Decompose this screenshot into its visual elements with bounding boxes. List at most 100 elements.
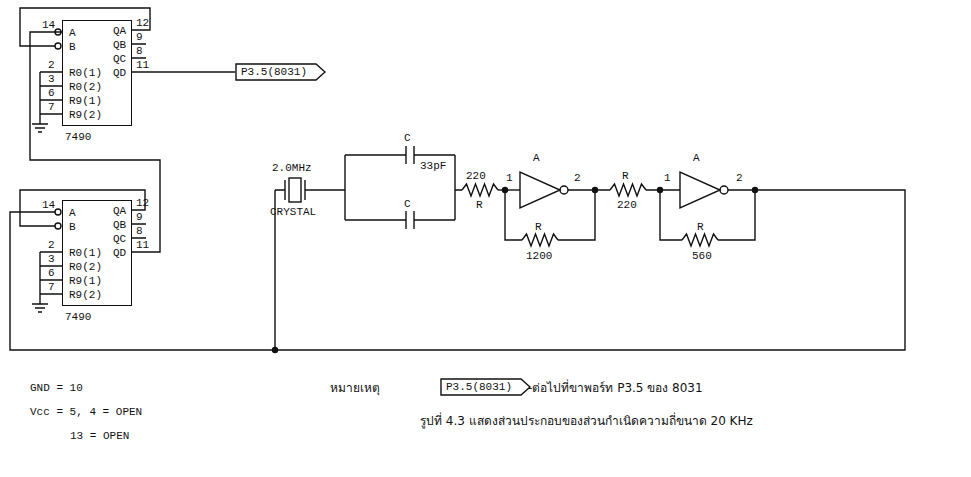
inverter-symbol	[680, 172, 720, 208]
resistor-symbols	[462, 184, 718, 246]
pin-number: 8	[136, 45, 143, 57]
ic-7490: ABR0(1)R0(2)R9(1)R9(2)QAQBQCQD7490	[62, 20, 132, 126]
pin-number: 9	[136, 31, 143, 43]
input-bubble	[55, 43, 61, 49]
pin-number: 7	[48, 281, 55, 293]
signal-wire	[132, 72, 235, 73]
crystal-frequency: 2.0MHz	[272, 162, 312, 174]
pin-name: R9(1)	[69, 95, 102, 107]
input-bubble	[55, 223, 61, 229]
pin-name: R0(2)	[69, 81, 102, 93]
pin-name: R0(2)	[69, 261, 102, 273]
resistor-label: R	[697, 221, 704, 233]
pin-number: 1	[506, 172, 513, 184]
capacitor-label: C	[404, 198, 411, 210]
pin-name: A	[69, 27, 76, 39]
ic-name: 7490	[65, 131, 91, 143]
wire	[505, 190, 595, 240]
capacitor-value: 33pF	[420, 160, 446, 172]
ic-7490: ABR0(1)R0(2)R9(1)R9(2)QAQBQCQD7490	[62, 200, 132, 306]
power-note: 13 = OPEN	[70, 430, 129, 442]
feedback-wire	[20, 8, 150, 46]
pin-number: 14	[42, 19, 55, 31]
pin-name: B	[69, 41, 76, 53]
ground-symbol	[32, 304, 48, 312]
pin-number: 2	[736, 172, 743, 184]
capacitor-network	[345, 146, 462, 229]
note-text: -ต่อไปที่ขาพอร์ท P3.5 ของ 8031	[528, 381, 703, 395]
inverter-bubble	[560, 186, 568, 194]
wire	[568, 189, 610, 190]
resistor-symbol	[462, 184, 498, 196]
ic-name: 7490	[65, 311, 91, 323]
port-connector: P3.5(8031)	[235, 63, 326, 81]
pin-number: 12	[136, 17, 149, 29]
input-bubble	[55, 209, 61, 215]
signal-wire	[30, 32, 160, 252]
capacitor-label: C	[404, 132, 411, 144]
inverter-symbol	[520, 172, 560, 208]
pin-number: 3	[48, 73, 55, 85]
resistor-symbol	[682, 234, 718, 246]
pin-name: QB	[113, 39, 126, 51]
inverter-bubble	[720, 186, 728, 194]
pin-name: B	[69, 221, 76, 233]
resistor-label: R	[535, 221, 542, 233]
wires	[10, 8, 905, 353]
power-note: Vcc = 5, 4 = OPEN	[30, 406, 142, 418]
pin-number: 3	[48, 253, 55, 265]
pin-number: 14	[42, 199, 55, 211]
pin-number: 7	[48, 101, 55, 113]
pin-name: QD	[113, 67, 126, 79]
pin-name: R0(1)	[69, 67, 102, 79]
port-connector: P3.5(8031)	[440, 378, 531, 396]
resistor-value: 560	[692, 250, 712, 262]
ground-symbol	[32, 124, 48, 132]
resistor-value: 1200	[526, 250, 552, 262]
pin-name: QB	[113, 219, 126, 231]
pin-number: 11	[136, 239, 149, 251]
reset-wire	[40, 252, 62, 304]
output-stub	[132, 44, 146, 58]
pin-name: QC	[113, 233, 126, 245]
junction-dot	[593, 188, 598, 193]
pin-number: 2	[48, 59, 55, 71]
pin-name: R9(2)	[69, 109, 102, 121]
resistor-label: R	[622, 170, 629, 182]
pin-name: A	[69, 207, 76, 219]
clock-feedback-wire	[10, 190, 905, 350]
pin-number: 11	[136, 59, 149, 71]
output-stub	[132, 224, 146, 238]
resistor-symbol	[610, 184, 646, 196]
pin-name: QD	[113, 247, 126, 259]
wire	[660, 190, 755, 240]
port-label: P3.5(8031)	[241, 66, 307, 78]
pin-number: 6	[48, 267, 55, 279]
note-heading: หมายเหตุ	[330, 381, 380, 395]
gate-label: A	[533, 152, 540, 164]
pin-number: 1	[664, 172, 671, 184]
crystal-symbol	[289, 178, 301, 202]
gate-label: A	[693, 152, 700, 164]
pin-name: QA	[113, 25, 126, 37]
pin-name: R9(2)	[69, 289, 102, 301]
pin-number: 6	[48, 87, 55, 99]
pin-number: 2	[48, 239, 55, 251]
crystal-label: CRYSTAL	[270, 206, 316, 218]
resistor-symbol	[522, 234, 558, 246]
feedback-wire	[20, 190, 145, 226]
resistor-value: 220	[466, 170, 486, 182]
wire	[498, 189, 520, 190]
power-note: GND = 10	[30, 382, 83, 394]
crystal-symbol	[275, 180, 345, 200]
pin-name: QA	[113, 205, 126, 217]
pin-name: QC	[113, 53, 126, 65]
resistor-label: R	[476, 199, 483, 211]
pin-number: 12	[136, 197, 149, 209]
resistor-value: 220	[617, 199, 637, 211]
pin-name: R9(1)	[69, 275, 102, 287]
figure-caption: รูปที่ 4.3 แสดงส่วนประกอบของส่วนกำเนิดคว…	[420, 414, 753, 428]
port-label: P3.5(8031)	[446, 381, 512, 393]
pin-name: R0(1)	[69, 247, 102, 259]
